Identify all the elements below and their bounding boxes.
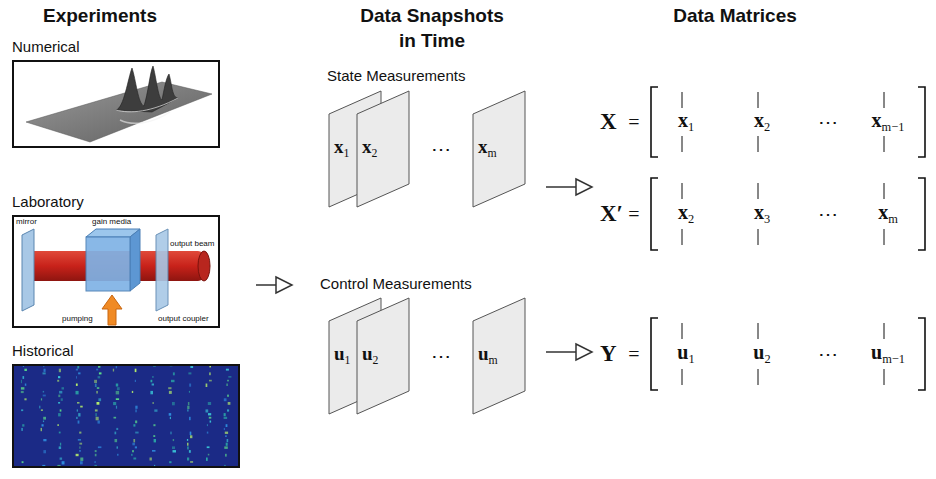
matrix-column: u2 [753,341,770,367]
flow-arrow [546,179,592,195]
group-label: Control Measurements [320,274,472,294]
snapshot-sheet: xm [472,90,526,208]
part-label: pumping [62,314,93,324]
numerical-frame: Numerical [12,60,220,148]
ellipsis: ⋯ [431,343,451,369]
node-shape [12,60,220,148]
part-label: output beam [170,239,214,249]
equals-sign: = [628,111,639,134]
ellipsis: ⋯ [431,136,451,162]
snapshot-symbol: um [478,343,498,368]
matrix-column: xm [878,201,898,227]
column-heading: Data Snapshots in Time [357,4,507,53]
data-matrix: X′= x2 x3 ⋯ xm [594,175,928,253]
snapshot-sheet: u2 [356,297,410,415]
laboratory-frame: Laboratory [12,215,220,328]
data-matrix: Υ = u1 u2 ⋯ um−1 [594,315,928,393]
snapshot-symbol: u2 [362,343,378,368]
equals-sign: = [628,203,639,226]
part-label: gain media [92,217,131,227]
data-matrix: X = x1 x2 ⋯ xm−1 [594,84,928,160]
matrix-column: um−1 [871,341,905,367]
matrix-column: ⋯ [818,202,838,226]
snapshot-symbol: x2 [362,136,377,161]
matrix-column: x1 [678,109,694,135]
input-arrow [256,277,292,293]
snapshot-symbol: xm [478,136,497,161]
matrix-column: ⋯ [818,342,838,366]
snapshot-symbol: u1 [334,343,350,368]
matrix-column: xm−1 [872,109,905,135]
matrix-column: x2 [678,201,694,227]
node-shape [12,215,220,328]
column-heading: Data Matrices [673,4,797,29]
historical-frame: Historical [12,364,240,468]
matrix-column: ⋯ [818,110,838,134]
matrix-column: x2 [754,109,770,135]
experiment-label: Laboratory [12,193,84,210]
frame-border [12,364,240,468]
matrix-name: Υ [600,341,617,367]
snapshot-sheet: um [472,297,526,415]
column-heading: Experiments [43,4,157,29]
node-shape [12,364,240,468]
equals-sign: = [628,343,639,366]
experiment-label: Numerical [12,38,80,55]
frame-border [12,60,220,148]
matrix-name: X′ [600,201,623,227]
group-label: State Measurements [327,66,465,86]
matrix-column: x3 [754,201,770,227]
frame-border [12,215,220,328]
snapshot-sheet: x2 [356,90,410,208]
part-label: output coupler [158,314,209,324]
matrix-column: u1 [677,341,694,367]
part-label: mirror [16,217,37,227]
flow-arrow [546,344,592,360]
snapshot-symbol: x1 [334,136,349,161]
experiment-label: Historical [12,342,74,359]
matrix-name: X [600,109,617,135]
